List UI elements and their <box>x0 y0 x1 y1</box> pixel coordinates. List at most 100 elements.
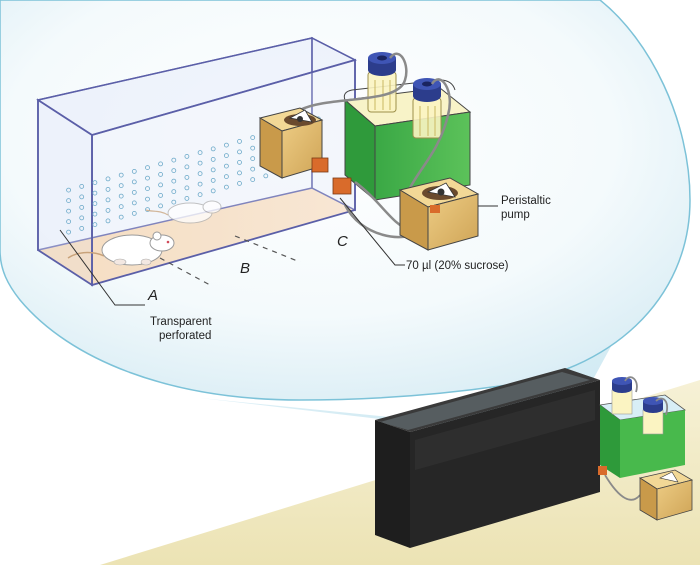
box-left-face <box>37 98 93 287</box>
real-pump <box>638 469 694 521</box>
perforation-hole <box>158 203 164 209</box>
perforation-hole <box>66 198 71 204</box>
perforation-hole <box>66 208 71 214</box>
perforation-hole <box>158 161 164 167</box>
peristaltic-pump-label-line2: pump <box>501 209 530 221</box>
perforation-hole <box>66 229 71 235</box>
dark-enclosure <box>375 368 600 548</box>
perforation-hole <box>145 186 150 192</box>
perforation-hole <box>92 190 98 196</box>
pump-right <box>398 177 480 251</box>
perforation-hole <box>105 186 111 192</box>
perforation-hole <box>131 200 137 206</box>
callout-lines <box>59 197 498 306</box>
perforation-hole <box>105 197 111 203</box>
perforation-hole <box>92 222 98 228</box>
bottle-cap-icon <box>612 377 632 393</box>
perforation-hole <box>237 138 242 144</box>
perforation-hole <box>131 189 137 195</box>
perforation-hole <box>197 192 203 198</box>
perforation-hole <box>79 194 85 200</box>
perforation-hole <box>92 180 98 186</box>
perforation-hole <box>250 166 256 172</box>
bottle-right <box>412 97 442 139</box>
perforation-hole <box>158 182 164 188</box>
perforation-hole <box>223 174 229 180</box>
perforation-hole <box>79 225 85 231</box>
perforation-hole <box>171 199 177 205</box>
perforation-hole <box>263 173 269 179</box>
perforation-hole <box>118 214 124 220</box>
valve-icon <box>598 466 607 475</box>
perforation-hole <box>105 218 111 224</box>
perforation-hole <box>237 170 242 176</box>
perforation-hole <box>184 153 190 159</box>
perforation-hole <box>223 163 229 169</box>
perforation-hole <box>105 176 111 182</box>
perforation-hole <box>79 215 85 221</box>
perforation-hole <box>237 149 242 155</box>
perforation-hole <box>105 207 111 213</box>
perforation-hole <box>66 187 71 193</box>
perforation-hole <box>118 172 124 178</box>
perforation-hole <box>171 189 177 195</box>
perforation-hole <box>158 171 164 177</box>
perforation-hole <box>237 159 242 165</box>
perforation-hole <box>210 167 216 173</box>
perforation-hole <box>171 168 177 174</box>
bottle-cap-icon <box>368 52 396 76</box>
perforation-hole <box>145 175 150 181</box>
perforation-hole <box>197 150 203 156</box>
bottle-cap-icon <box>413 78 441 102</box>
real-tubing <box>604 376 668 501</box>
perforation-hole <box>197 160 203 166</box>
perforation-hole <box>223 142 229 148</box>
perforation-hole <box>118 204 124 210</box>
transparent-perforated-label: Transparent <box>150 316 212 328</box>
perforation-hole <box>92 211 98 217</box>
perforation-hole <box>131 179 137 185</box>
perforation-hole <box>118 183 124 189</box>
perforation-hole <box>118 193 124 199</box>
perforation-hole <box>66 219 71 225</box>
perforation-hole <box>92 201 98 207</box>
transparent-perforated-label-line2: perforated <box>159 330 211 342</box>
perforation-hole <box>79 204 85 210</box>
zone-label-a: A <box>147 287 158 304</box>
perforation-hole <box>145 165 150 171</box>
perforation-hole <box>145 207 150 213</box>
mouse-figure <box>145 200 222 224</box>
mouse-figure <box>67 231 175 266</box>
perforation-hole <box>131 210 137 216</box>
perforation-hole <box>210 156 216 162</box>
perforation-hole <box>184 185 190 191</box>
zone-divider <box>234 235 301 263</box>
real-reservoir <box>598 389 687 478</box>
perforation-hole <box>171 157 177 163</box>
perforation-hole <box>250 145 256 151</box>
perforation-hole <box>223 184 229 190</box>
perforation-hole <box>79 183 85 189</box>
perforation-hole <box>131 168 137 174</box>
perforation-hole <box>158 192 164 198</box>
perforation-hole <box>250 135 256 141</box>
perforation-hole <box>145 196 150 202</box>
perforation-hole <box>210 146 216 152</box>
peristaltic-pump-label: Peristaltic <box>501 195 551 207</box>
perforation-hole <box>184 164 190 170</box>
perforation-hole <box>197 171 203 177</box>
zone-label-c: C <box>337 233 348 250</box>
perforation-hole <box>171 178 177 184</box>
perforation-hole <box>250 177 256 183</box>
perforation-hole <box>197 181 203 187</box>
perforation-hole <box>250 156 256 162</box>
perforation-hole <box>223 153 229 159</box>
sucrose-dose-label: 70 µl (20% sucrose) <box>406 260 509 272</box>
perforation-hole <box>237 180 242 186</box>
zone-label-b: B <box>240 260 250 277</box>
valve-icon <box>311 157 352 195</box>
perforation-hole <box>184 174 190 180</box>
perforation-hole <box>210 177 216 183</box>
perforation-hole <box>210 188 216 194</box>
